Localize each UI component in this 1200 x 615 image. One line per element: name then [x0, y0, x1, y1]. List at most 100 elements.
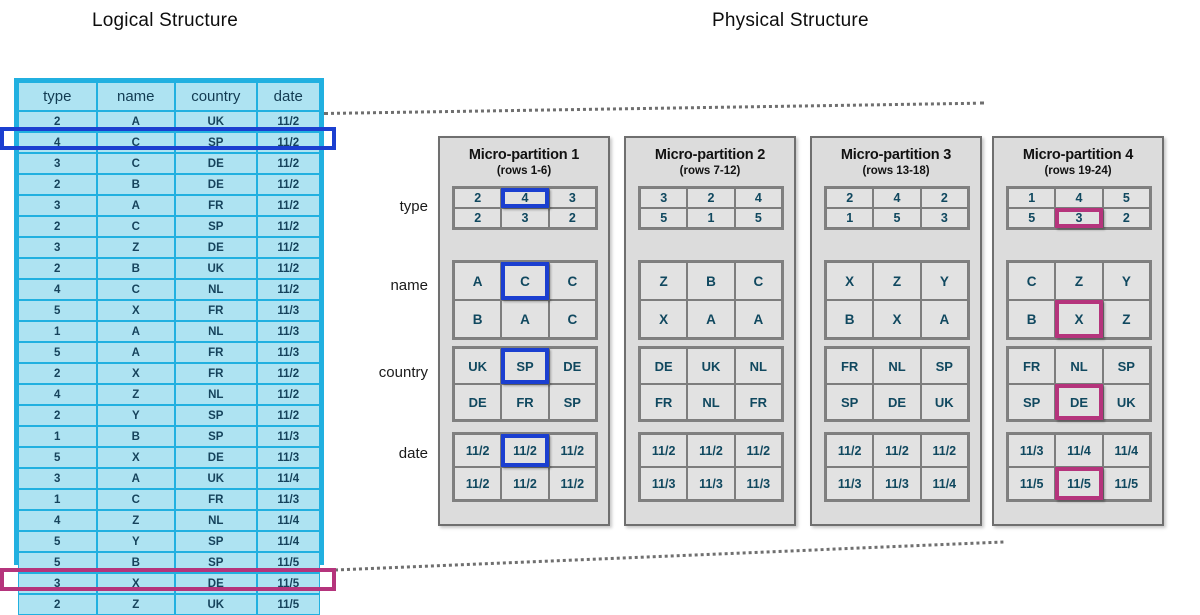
micro-partition-cell-name: A: [920, 300, 968, 338]
table-cell-country: SP: [175, 531, 257, 552]
table-cell-name: B: [96, 258, 176, 279]
table-cell-date: 11/2: [256, 195, 320, 216]
table-cell-date: 11/3: [256, 342, 320, 363]
micro-partition-cell-type: 2: [687, 188, 735, 208]
micro-partition-cell-type: 3: [640, 188, 688, 208]
micro-partition-cell-country: SP: [1008, 384, 1056, 420]
micro-partition-cell-date: 11/5: [1008, 467, 1056, 500]
table-cell-country: UK: [175, 111, 257, 132]
micro-partition-cell-country: FR: [501, 384, 549, 420]
table-cell-country: NL: [175, 384, 257, 405]
table-cell-date: 11/2: [256, 363, 320, 384]
table-cell-type: 2: [18, 405, 97, 426]
table-cell-name: B: [96, 426, 176, 447]
micro-partition-cell-country: DE: [873, 384, 921, 420]
table-cell-name: Y: [96, 531, 176, 552]
table-cell-date: 11/2: [256, 384, 320, 405]
table-cell-name: X: [96, 300, 176, 321]
micro-partition-cell-date: 11/3: [734, 467, 782, 500]
micro-partition-subtitle: (rows 1-6): [496, 165, 552, 177]
micro-partition-cell-date: 11/2: [873, 434, 921, 467]
micro-partition-title: Micro-partition 1: [468, 147, 580, 163]
table-cell-date: 11/2: [256, 405, 320, 426]
micro-partition-cell-country: SP: [501, 348, 549, 384]
micro-partition-cell-country: FR: [640, 384, 688, 420]
table-cell-country: DE: [175, 573, 257, 594]
micro-partition-cell-country: NL: [1055, 348, 1103, 384]
micro-partition-cell-name: C: [734, 262, 782, 300]
physical-row-labels: type name country date: [330, 136, 428, 526]
table-cell-type: 4: [18, 279, 97, 300]
micro-partition-cell-type: 3: [501, 208, 549, 228]
micro-partition-cell-name: C: [1008, 262, 1056, 300]
row-label-type: type: [399, 198, 428, 215]
micro-partition-cell-country: DE: [548, 348, 596, 384]
table-cell-type: 3: [18, 237, 97, 258]
micro-partition-cell-type: 3: [1055, 208, 1103, 228]
table-cell-date: 11/3: [256, 300, 320, 321]
table-cell-date: 11/2: [256, 174, 320, 195]
micro-partition-cell-name: Z: [1055, 262, 1103, 300]
micro-partition-cell-type: 4: [734, 188, 782, 208]
table-cell-type: 3: [18, 468, 97, 489]
table-cell-country: DE: [175, 153, 257, 174]
micro-partition-subtitle: (rows 13-18): [862, 165, 930, 177]
table-cell-name: C: [96, 216, 176, 237]
table-cell-country: NL: [175, 510, 257, 531]
table-cell-date: 11/3: [256, 447, 320, 468]
micro-partition-cell-date: 11/5: [1055, 467, 1103, 500]
micro-partition-cell-name: X: [826, 262, 874, 300]
table-cell-date: 11/2: [256, 258, 320, 279]
micro-partition-cell-type: 2: [1102, 208, 1150, 228]
micro-partition-cell-date: 11/2: [826, 434, 874, 467]
micro-partition-cell-name: Z: [1102, 300, 1150, 338]
table-cell-date: 11/4: [256, 510, 320, 531]
micro-partition-cell-country: FR: [1008, 348, 1056, 384]
table-cell-name: Z: [96, 237, 176, 258]
table-cell-date: 11/2: [256, 153, 320, 174]
